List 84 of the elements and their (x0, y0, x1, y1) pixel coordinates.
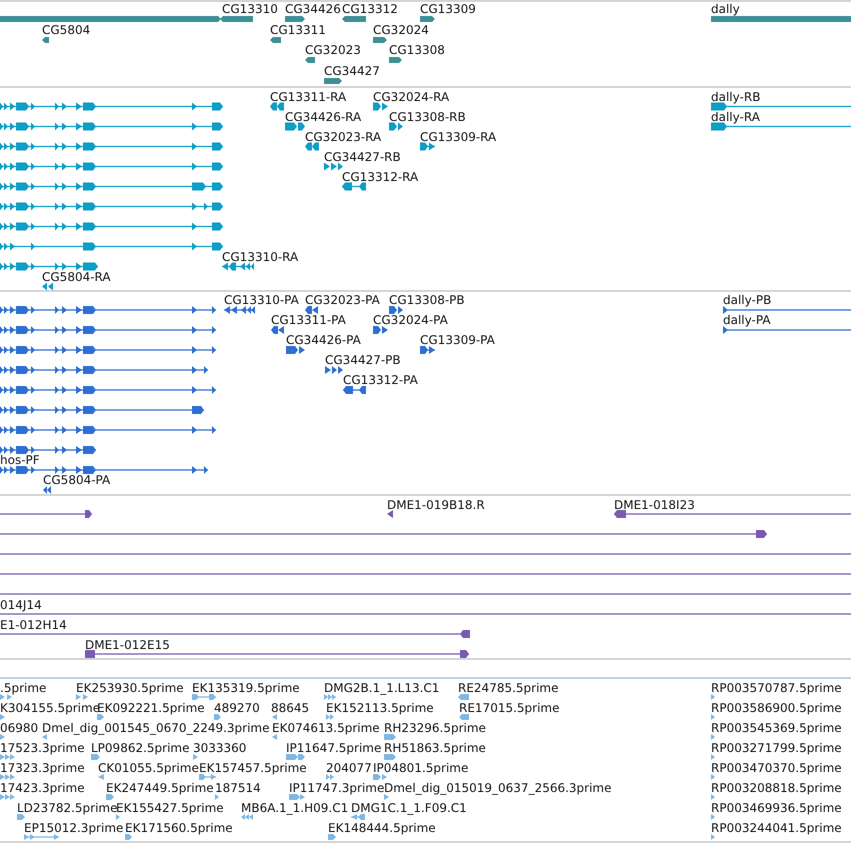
est-label: MB6A.1_1.H09.C1 (241, 801, 348, 815)
est-label: RP003244041.5prime (711, 821, 842, 835)
transcript-label: dally-RA (711, 110, 760, 124)
transcript-label: dally-RB (711, 90, 760, 104)
est-label: 3033360 (193, 741, 246, 755)
est-label: RH23296.5prime (384, 721, 486, 735)
protein-label: CG13310-PA (224, 293, 299, 307)
protein-label: CG13312-PA (343, 373, 418, 387)
est-label: RP003271799.5prime (711, 741, 842, 755)
est-label: EK135319.5prime (192, 681, 300, 695)
est-label: RE17015.5prime (459, 701, 560, 715)
transcript-label: CG13308-RB (389, 110, 466, 124)
est-label: EK155427.5prime (116, 801, 224, 815)
est-label: 489270 (214, 701, 260, 715)
gene-label: CG34427 (324, 64, 380, 78)
transcript-label: CG32023-RA (305, 130, 382, 144)
est-label: IP11747.3prime (289, 781, 384, 795)
est-label: RP003469936.5prime (711, 801, 842, 815)
est-label: Dmel_dig_015019_0637_2566.3prime (384, 781, 612, 795)
transcript-label: CG13312-RA (342, 170, 418, 184)
gene-label: CG13311 (270, 23, 326, 37)
transcript-label: CG5804-RA (42, 270, 111, 284)
transcript-label: CG32024-RA (373, 90, 450, 104)
protein-label: CG32024-PA (373, 313, 448, 327)
gene-label: CG13309 (420, 2, 476, 16)
gene-label: CG13310 (222, 2, 278, 16)
protein-label: dally-PA (723, 313, 771, 327)
est-label: .5prime (0, 681, 46, 695)
est-label: RH51863.5prime (384, 741, 486, 755)
gene-label: CG13308 (389, 43, 445, 57)
est-label: EK074613.5prime (272, 721, 380, 735)
gene-label: CG34426 (285, 2, 341, 16)
est-label: 17423.3prime (0, 781, 85, 795)
clone-label: 014J14 (0, 598, 42, 612)
est-label: 17323.3prime (0, 761, 85, 775)
est-label: DMG1C.1_1.F09.C1 (351, 801, 467, 815)
clone-label: E1-012H14 (0, 618, 67, 632)
est-label: EP15012.3prime (24, 821, 124, 835)
gene-label: CG32023 (305, 43, 361, 57)
protein-label: CG32023-PA (305, 293, 380, 307)
est-label: Dmel_dig_001545_0670_2249.3prime (42, 721, 270, 735)
est-label: EK247449.5prime (106, 781, 214, 795)
est-label: 204077 (326, 761, 372, 775)
clone-label: DME1-019B18.R (387, 498, 485, 512)
est-label: RE24785.5prime (458, 681, 558, 695)
transcript-label: CG13309-RA (420, 130, 496, 144)
est-label: 06980 (0, 721, 38, 735)
clone-label: DME1-012E15 (85, 638, 170, 652)
protein-label: dally-PB (723, 293, 772, 307)
gene-label: CG32024 (373, 23, 429, 37)
est-label: CK01055.5prime (98, 761, 199, 775)
transcript-label: CG13311-RA (270, 90, 346, 104)
est-label: IP04801.5prime (373, 761, 468, 775)
transcript-label: CG34426-RA (285, 110, 362, 124)
protein-label: CG34426-PA (286, 333, 361, 347)
est-label: RP003470370.5prime (711, 761, 842, 775)
est-label: 187514 (215, 781, 261, 795)
est-label: EK253930.5prime (76, 681, 184, 695)
gene-label: CG13312 (342, 2, 398, 16)
est-label: DMG2B.1_1.L13.C1 (324, 681, 440, 695)
est-label: LP09862.5prime (91, 741, 190, 755)
est-label: EK148444.5prime (328, 821, 436, 835)
gene-label: dally (711, 2, 740, 16)
gene-label: CG5804 (42, 23, 90, 37)
transcript-label: CG13310-RA (222, 250, 298, 264)
est-label: 17523.3prime (0, 741, 85, 755)
est-label: EK152113.5prime (326, 701, 434, 715)
protein-label: hos-PF (0, 453, 40, 467)
est-label: RP003545369.5prime (711, 721, 842, 735)
protein-label: CG34427-PB (325, 353, 401, 367)
est-label: RP003570787.5prime (711, 681, 842, 695)
transcript-label: CG34427-RB (324, 150, 401, 164)
est-label: EK171560.5prime (125, 821, 233, 835)
est-label: 88645 (271, 701, 310, 715)
est-label: RP003586900.5prime (711, 701, 842, 715)
protein-label: CG13311-PA (271, 313, 346, 327)
clone-label: DME1-018I23 (614, 498, 695, 512)
protein-label: CG13309-PA (420, 333, 495, 347)
protein-label: CG13308-PB (389, 293, 465, 307)
est-label: RP003208818.5prime (711, 781, 842, 795)
est-label: IP11647.5prime (286, 741, 382, 755)
protein-label: CG5804-PA (43, 473, 110, 487)
est-label: LD23782.5prime (17, 801, 118, 815)
est-label: EK157457.5prime (199, 761, 307, 775)
